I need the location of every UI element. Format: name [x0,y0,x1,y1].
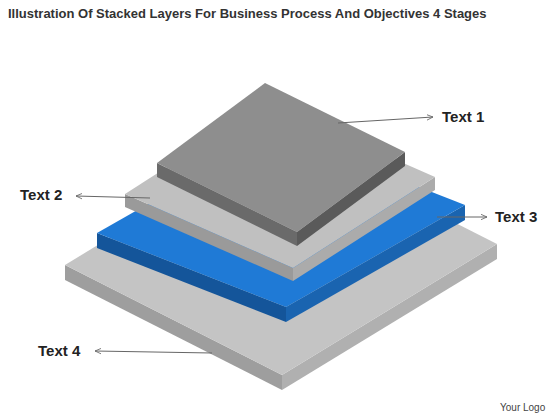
layer-label: Text 2 [20,186,62,203]
logo-watermark: Your Logo [500,402,545,413]
leader-line [76,196,150,198]
diagram-title: Illustration Of Stacked Layers For Busin… [8,6,487,21]
layer-label: Text 1 [442,108,484,125]
layer-label: Text 4 [38,342,80,359]
leader-line [95,351,212,353]
leader-line [437,217,487,218]
leader-line [338,117,433,123]
layer-1 [157,83,405,246]
layer-label: Text 3 [495,208,537,225]
